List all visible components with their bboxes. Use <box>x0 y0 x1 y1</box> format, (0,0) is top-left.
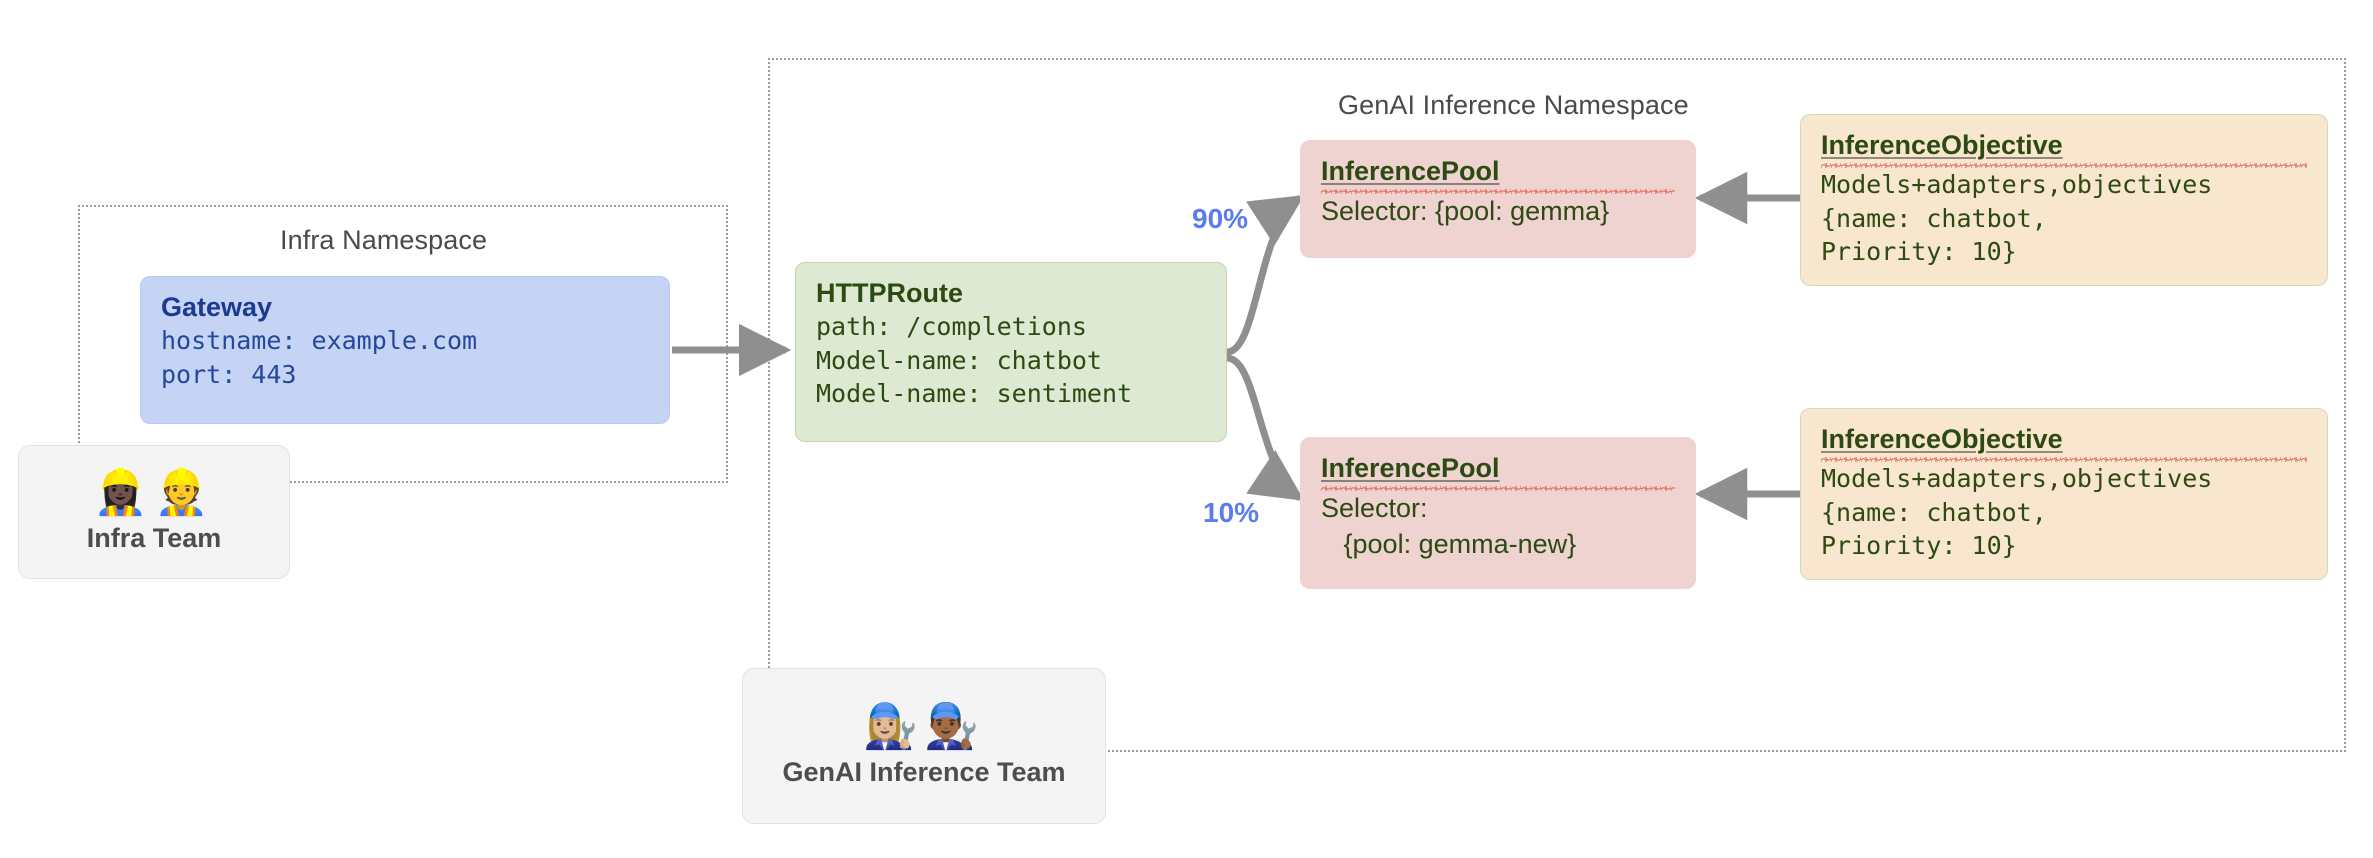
node-gateway-title: Gateway <box>161 292 273 322</box>
node-inferenceobjective-top-line-1: {name: chatbot, <box>1821 203 2047 233</box>
node-inferencepool-gemma-line-0: Selector: {pool: gemma} <box>1321 196 1610 227</box>
node-httproute-line-2: Model-name: sentiment <box>816 379 1133 409</box>
node-inferenceobjective-bottom-line-2: Priority: 10} <box>1821 531 2017 561</box>
node-inferencepool-gemma-new-line-1: {pool: gemma-new} <box>1321 528 1577 559</box>
node-httproute-line-1: Model-name: chatbot <box>816 345 1102 375</box>
node-inferenceobjective-top[interactable]: InferenceObjective Models+adapters,objec… <box>1800 114 2328 286</box>
genai-team-label: GenAI Inference Team <box>782 756 1066 787</box>
node-gateway-line-1: port: 443 <box>161 359 297 389</box>
node-httproute-line-0: path: /completions <box>816 312 1087 342</box>
node-gateway[interactable]: Gateway hostname: example.com port: 443 <box>140 276 670 424</box>
node-inferenceobjective-top-title: InferenceObjective <box>1821 130 2063 160</box>
edge-label-split-bottom: 10% <box>1203 497 1260 528</box>
edge-label-split-top: 90% <box>1192 203 1249 234</box>
node-inferencepool-gemma[interactable]: InferencePool Selector: {pool: gemma} <box>1300 140 1696 258</box>
node-httproute[interactable]: HTTPRoute path: /completions Model-name:… <box>795 262 1227 442</box>
node-inferenceobjective-bottom[interactable]: InferenceObjective Models+adapters,objec… <box>1800 408 2328 580</box>
spellcheck-squiggle-icon <box>1821 163 2307 169</box>
infra-team-label: Infra Team <box>86 522 222 553</box>
genai-team-people-icon: 👩🏼‍🔧👨🏾‍🔧 <box>863 701 985 751</box>
team-card-genai[interactable]: 👩🏼‍🔧👨🏾‍🔧 GenAI Inference Team <box>742 668 1106 824</box>
node-inferenceobjective-bottom-title: InferenceObjective <box>1821 424 2063 454</box>
spellcheck-squiggle-icon <box>1321 486 1675 492</box>
node-inferenceobjective-bottom-line-1: {name: chatbot, <box>1821 497 2047 527</box>
namespace-infra <box>78 205 728 483</box>
spellcheck-squiggle-icon <box>1321 189 1675 195</box>
namespace-genai <box>768 58 2346 752</box>
node-inferencepool-gemma-new-line-0: Selector: <box>1321 493 1428 524</box>
node-gateway-line-0: hostname: example.com <box>161 326 478 356</box>
namespace-genai-title: GenAI Inference Namespace <box>1338 90 1689 120</box>
node-inferencepool-gemma-new[interactable]: InferencePool Selector: {pool: gemma-new… <box>1300 437 1696 589</box>
node-inferenceobjective-bottom-line-0: Models+adapters,objectives <box>1821 464 2213 494</box>
namespace-infra-title: Infra Namespace <box>280 225 488 255</box>
infra-team-people-icon: 👷🏿‍♀️👷 <box>93 467 215 517</box>
node-inferenceobjective-top-line-2: Priority: 10} <box>1821 237 2017 267</box>
node-inferenceobjective-top-line-0: Models+adapters,objectives <box>1821 170 2213 200</box>
team-card-infra[interactable]: 👷🏿‍♀️👷 Infra Team <box>18 445 290 579</box>
spellcheck-squiggle-icon <box>1821 457 2307 463</box>
node-inferencepool-gemma-title: InferencePool <box>1321 156 1500 186</box>
node-inferencepool-gemma-new-title: InferencePool <box>1321 453 1500 483</box>
node-httproute-title: HTTPRoute <box>816 278 963 308</box>
